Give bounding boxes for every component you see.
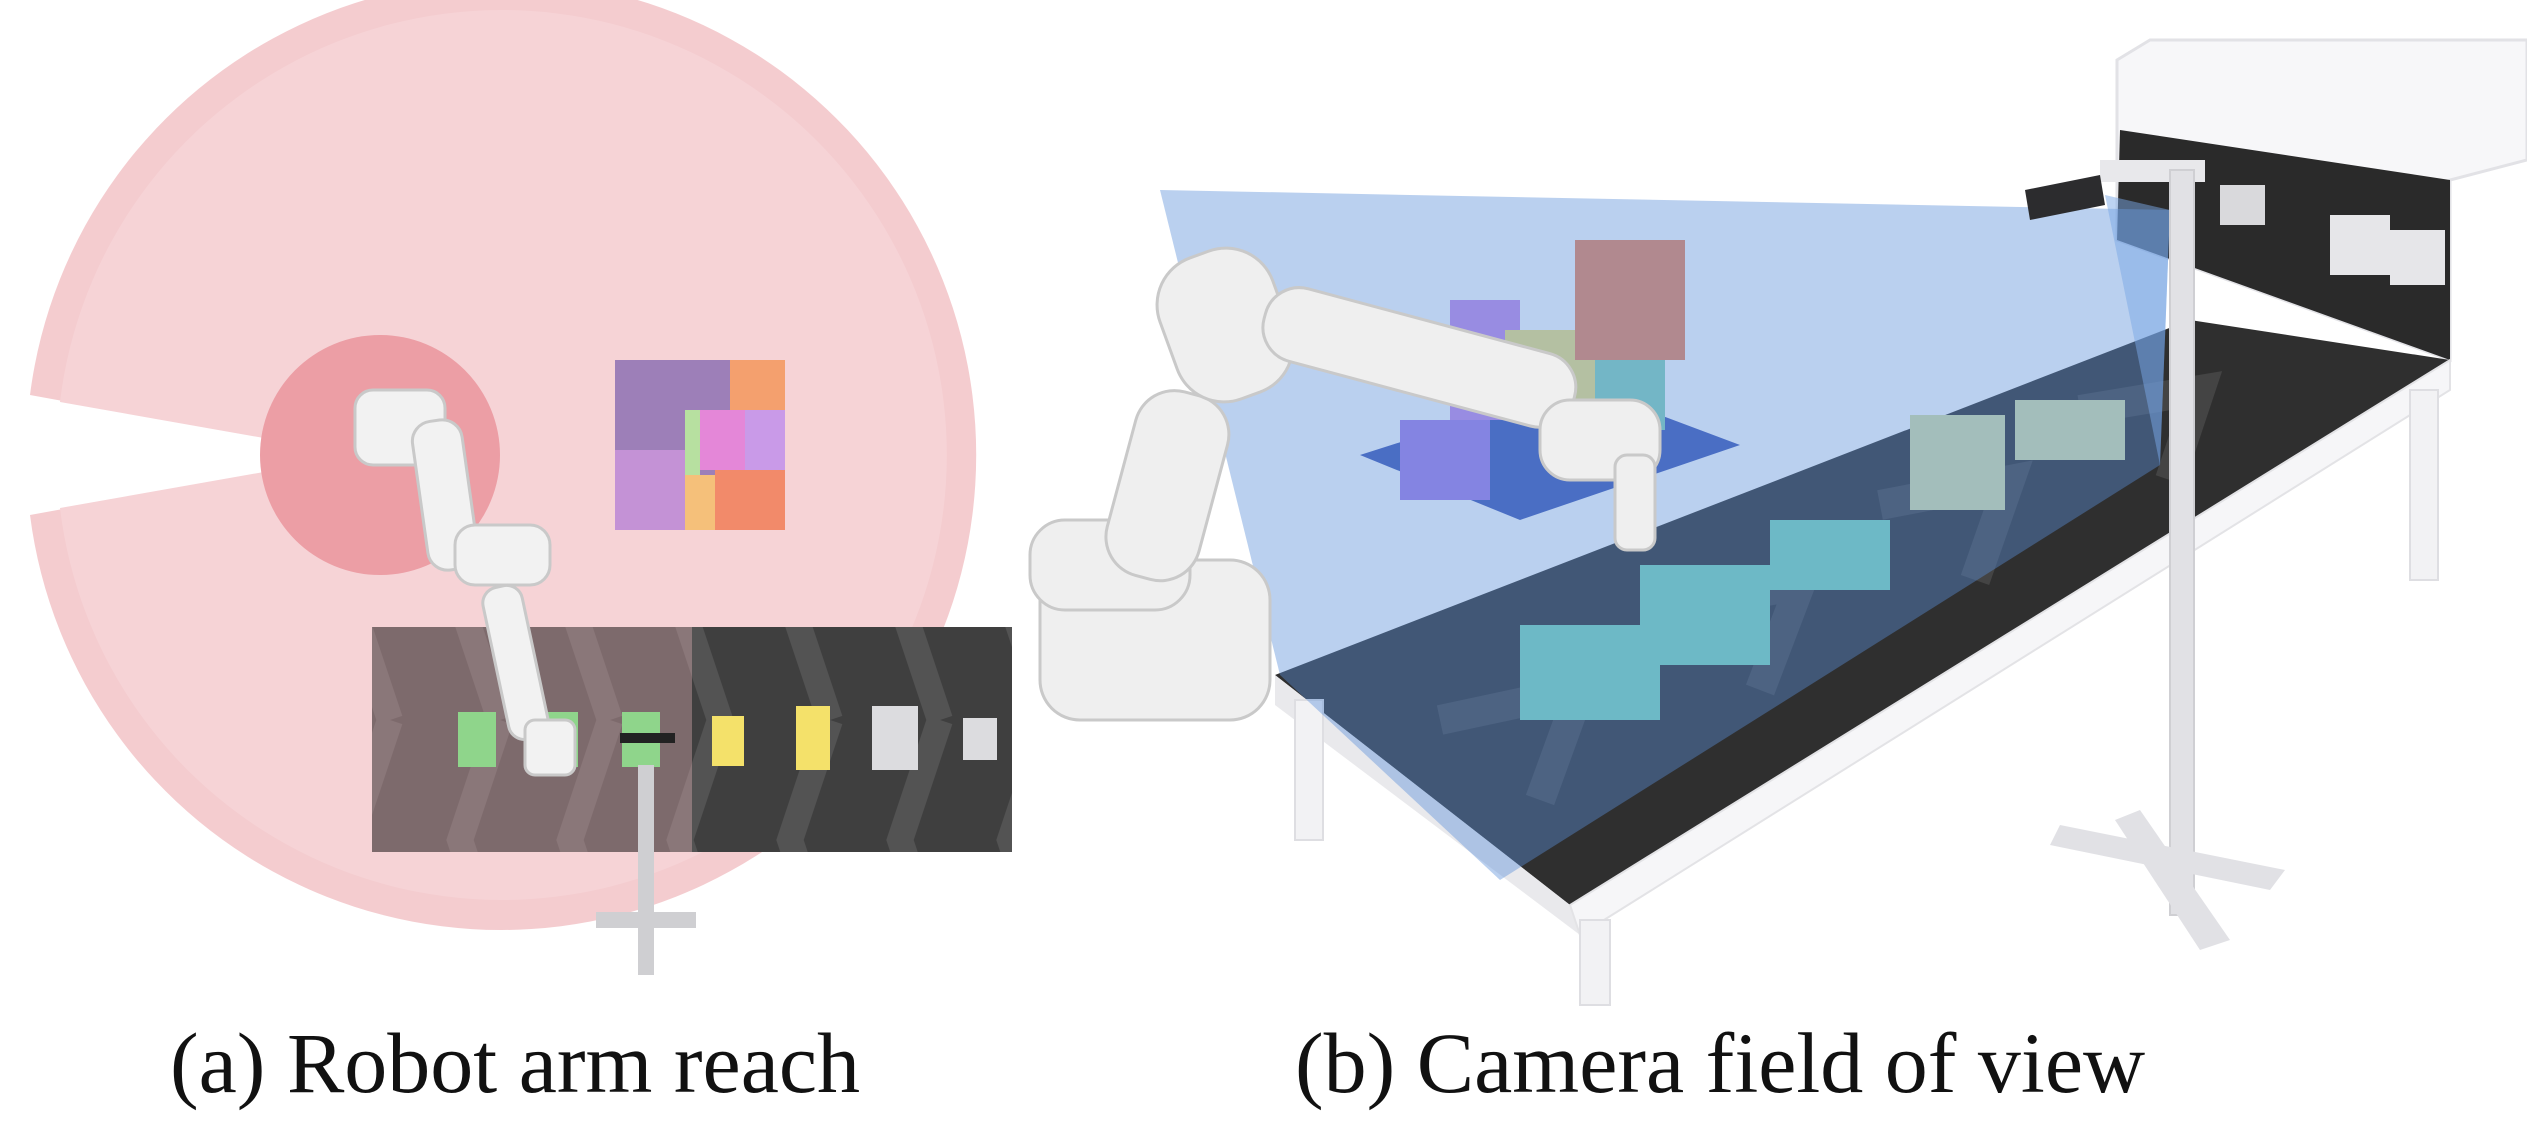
conveyor [1275,320,2451,1006]
box-green [1770,520,1890,590]
box-green [1520,625,1660,720]
box-green [458,712,496,767]
camera-fov-diagram [1028,38,2527,1006]
caption-robot-arm-reach: (a) Robot arm reach [170,1015,861,1111]
box-green [1640,565,1770,665]
box-yellow [796,706,830,770]
robot-arm-icon [353,388,577,777]
panel-camera-field-of-view [1020,0,2527,1010]
pallet-stack [615,360,785,530]
camera-stand [596,733,696,975]
panel-robot-arm-reach [0,0,1040,1010]
box-yellow [712,716,744,766]
conveyor-boxes [1520,400,2125,720]
camera-icon [2025,175,2105,220]
box-gray [872,706,918,770]
reach-diagram [30,0,1012,975]
robot-arm-icon [1028,246,1662,722]
camera-post [2025,160,2285,950]
tunnel-housing [2115,38,2527,363]
caption-camera-field-of-view: (b) Camera field of view [1295,1015,2146,1111]
box-yellow [1910,415,2005,510]
box-gray [963,718,997,760]
box-yellow [2015,400,2125,460]
